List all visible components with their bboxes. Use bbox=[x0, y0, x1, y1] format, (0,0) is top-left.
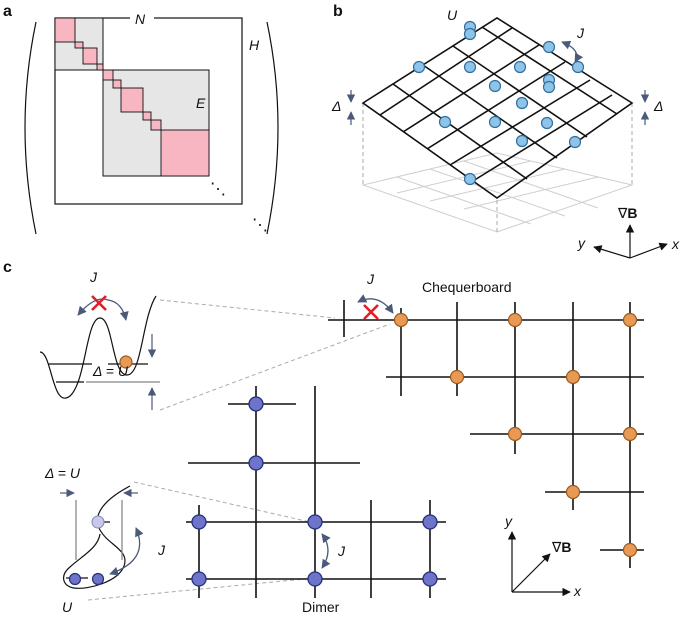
title-chequerboard: Chequerboard bbox=[422, 279, 512, 295]
label-H: H bbox=[249, 37, 260, 53]
panel-a: a N H E ⋱ ⋱ bbox=[3, 3, 279, 235]
label-J-well-bottom: J bbox=[157, 542, 166, 558]
axis-y-b: y bbox=[577, 235, 586, 251]
atom bbox=[191, 571, 207, 587]
atom bbox=[412, 60, 426, 74]
atom bbox=[463, 172, 477, 186]
label-delta-left: Δ bbox=[331, 98, 341, 114]
atom bbox=[571, 60, 585, 74]
atom bbox=[565, 484, 581, 500]
ellipsis-E: ⋱ bbox=[210, 181, 226, 198]
atom bbox=[449, 369, 465, 385]
atom bbox=[622, 312, 638, 328]
atom bbox=[191, 514, 207, 530]
diagonal-blocks bbox=[54, 17, 210, 177]
axis-x-b: x bbox=[671, 236, 680, 252]
tilted-well-bottom: Δ = U J U bbox=[44, 465, 166, 615]
atom bbox=[542, 80, 556, 94]
atom bbox=[307, 514, 323, 530]
axis-y-c: y bbox=[504, 513, 513, 529]
atom bbox=[568, 135, 582, 149]
atom bbox=[307, 571, 323, 587]
tunnel-arrow-dimer bbox=[321, 533, 331, 569]
atom bbox=[422, 514, 438, 530]
blocked-cross-cheq-icon bbox=[363, 304, 379, 320]
atom bbox=[542, 40, 556, 54]
label-delta-eq-U-bottom: Δ = U bbox=[44, 465, 81, 481]
atom bbox=[507, 312, 523, 328]
tunnelling-arrow-b bbox=[561, 40, 584, 63]
atom bbox=[248, 455, 264, 471]
atom bbox=[565, 369, 581, 385]
atom bbox=[515, 134, 529, 148]
atom bbox=[488, 79, 502, 93]
label-delta-eq-U-top: Δ = U bbox=[92, 363, 129, 379]
ellipsis-H: ⋱ bbox=[252, 217, 268, 234]
tunnel-arrow-cheq bbox=[357, 294, 394, 314]
connector-bottom-1 bbox=[133, 481, 311, 523]
atom bbox=[622, 542, 638, 558]
panel-c-letter: c bbox=[3, 259, 12, 276]
main-lattice bbox=[361, 17, 634, 199]
atom bbox=[438, 115, 452, 129]
left-parenthesis bbox=[24, 21, 37, 235]
label-J-b: J bbox=[576, 25, 585, 41]
atom-blue-1 bbox=[68, 572, 82, 586]
label-gradB-c: ∇B bbox=[551, 539, 572, 555]
tunnel-arrow-top-right bbox=[107, 299, 129, 321]
connector-bottom-2 bbox=[87, 577, 315, 601]
panel-c: c J Δ = U Chequerboard bbox=[3, 259, 644, 615]
chequerboard-atoms bbox=[393, 312, 638, 558]
label-E: E bbox=[196, 95, 206, 111]
double-well-top: J Δ = U bbox=[39, 269, 160, 410]
label-U-bottom: U bbox=[62, 599, 73, 615]
atom bbox=[422, 571, 438, 587]
panel-a-letter: a bbox=[3, 3, 12, 20]
label-U-b: U bbox=[447, 7, 458, 23]
connector-top-1 bbox=[159, 299, 336, 319]
label-N: N bbox=[135, 11, 146, 27]
atom bbox=[393, 312, 409, 328]
atom bbox=[488, 115, 502, 129]
blocked-cross-icon bbox=[91, 295, 107, 311]
shadow-lattice bbox=[361, 152, 634, 233]
label-J-well-top: J bbox=[89, 269, 98, 285]
atom-faded bbox=[91, 515, 105, 529]
dimer-atoms bbox=[191, 396, 438, 587]
axes-b: ∇B x y bbox=[577, 205, 680, 259]
atom bbox=[513, 60, 527, 74]
label-gradB-b: ∇B bbox=[617, 205, 638, 221]
chequerboard-lattice bbox=[328, 300, 644, 568]
label-delta-right: Δ bbox=[653, 98, 663, 114]
tunnel-arrow-top-left bbox=[77, 298, 109, 316]
dimer-lattice bbox=[186, 386, 446, 598]
label-J-cheq: J bbox=[366, 271, 375, 287]
atom bbox=[515, 96, 529, 110]
axes-c: ∇B y x bbox=[504, 513, 582, 599]
drop-lines bbox=[362, 103, 633, 232]
atom bbox=[507, 426, 523, 442]
lattice-atoms bbox=[412, 20, 585, 186]
connector-top-2 bbox=[159, 323, 391, 411]
title-dimer: Dimer bbox=[302, 599, 340, 615]
panel-b-letter: b bbox=[333, 3, 343, 20]
axis-x-c: x bbox=[573, 583, 582, 599]
atom bbox=[463, 60, 477, 74]
atom bbox=[463, 27, 477, 41]
panel-b: b bbox=[331, 3, 680, 259]
atom-orange-well bbox=[119, 355, 133, 369]
label-J-dimer: J bbox=[337, 543, 346, 559]
right-parenthesis bbox=[266, 21, 279, 235]
atom bbox=[248, 396, 264, 412]
atom-blue-2 bbox=[91, 572, 105, 586]
atom bbox=[540, 116, 554, 130]
atom bbox=[622, 426, 638, 442]
tunnel-arrow-dimer-well bbox=[109, 527, 144, 576]
